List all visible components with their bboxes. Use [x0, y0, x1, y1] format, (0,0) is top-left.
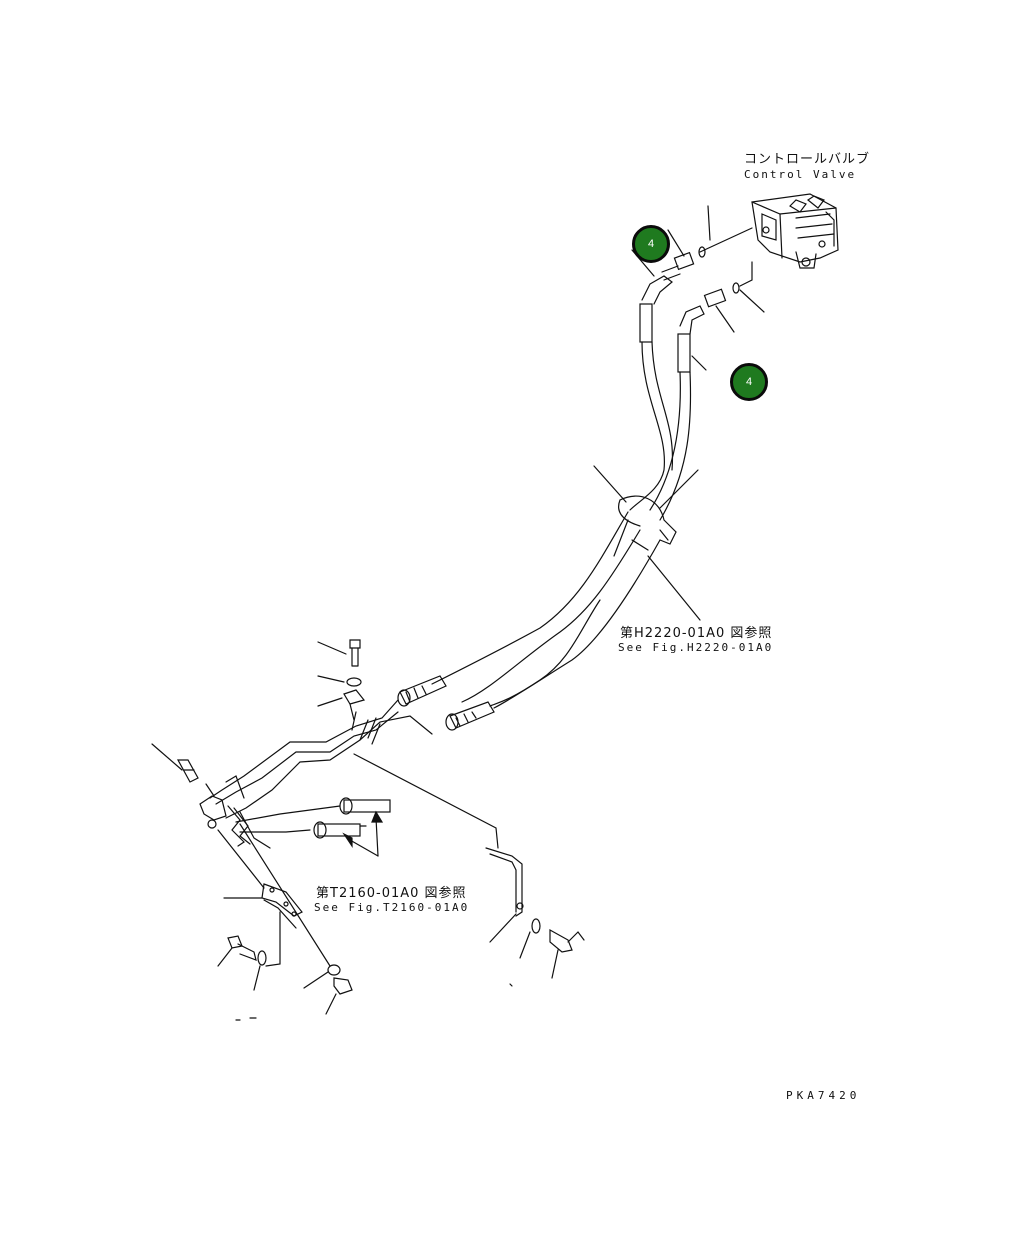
reference-label-2-en: See Fig.T2160-01A0	[314, 901, 470, 914]
reference-label-1-en: See Fig.H2220-01A0	[618, 641, 774, 654]
lower-hoses	[235, 797, 391, 857]
callout-marker-4-upper[interactable]: 4	[632, 225, 670, 263]
hose-bundle	[629, 341, 692, 521]
control-valve	[751, 193, 839, 269]
callout-marker-4-lower[interactable]: 4	[730, 363, 768, 401]
hose-fittings-mid	[397, 675, 495, 731]
upper-left-hose	[151, 743, 199, 783]
drawing-id: PKA7420	[786, 1089, 861, 1102]
lower-left-hardware	[217, 823, 353, 1021]
control-valve-label-en: Control Valve	[744, 168, 857, 181]
junction-hardware	[317, 639, 366, 721]
control-valve-label-jp: コントロールバルブ	[744, 152, 871, 167]
long-hoses	[431, 511, 661, 709]
hose-clamp	[593, 465, 701, 621]
left-block	[199, 775, 271, 849]
reference-label-2-jp: 第T2160-01A0 図参照	[316, 886, 467, 901]
hose-ends	[631, 249, 707, 373]
upper-fittings	[661, 205, 765, 333]
reference-label-1-jp: 第H2220-01A0 図参照	[620, 626, 773, 641]
steel-tubes	[209, 699, 433, 819]
lower-bracket-right	[353, 753, 585, 987]
